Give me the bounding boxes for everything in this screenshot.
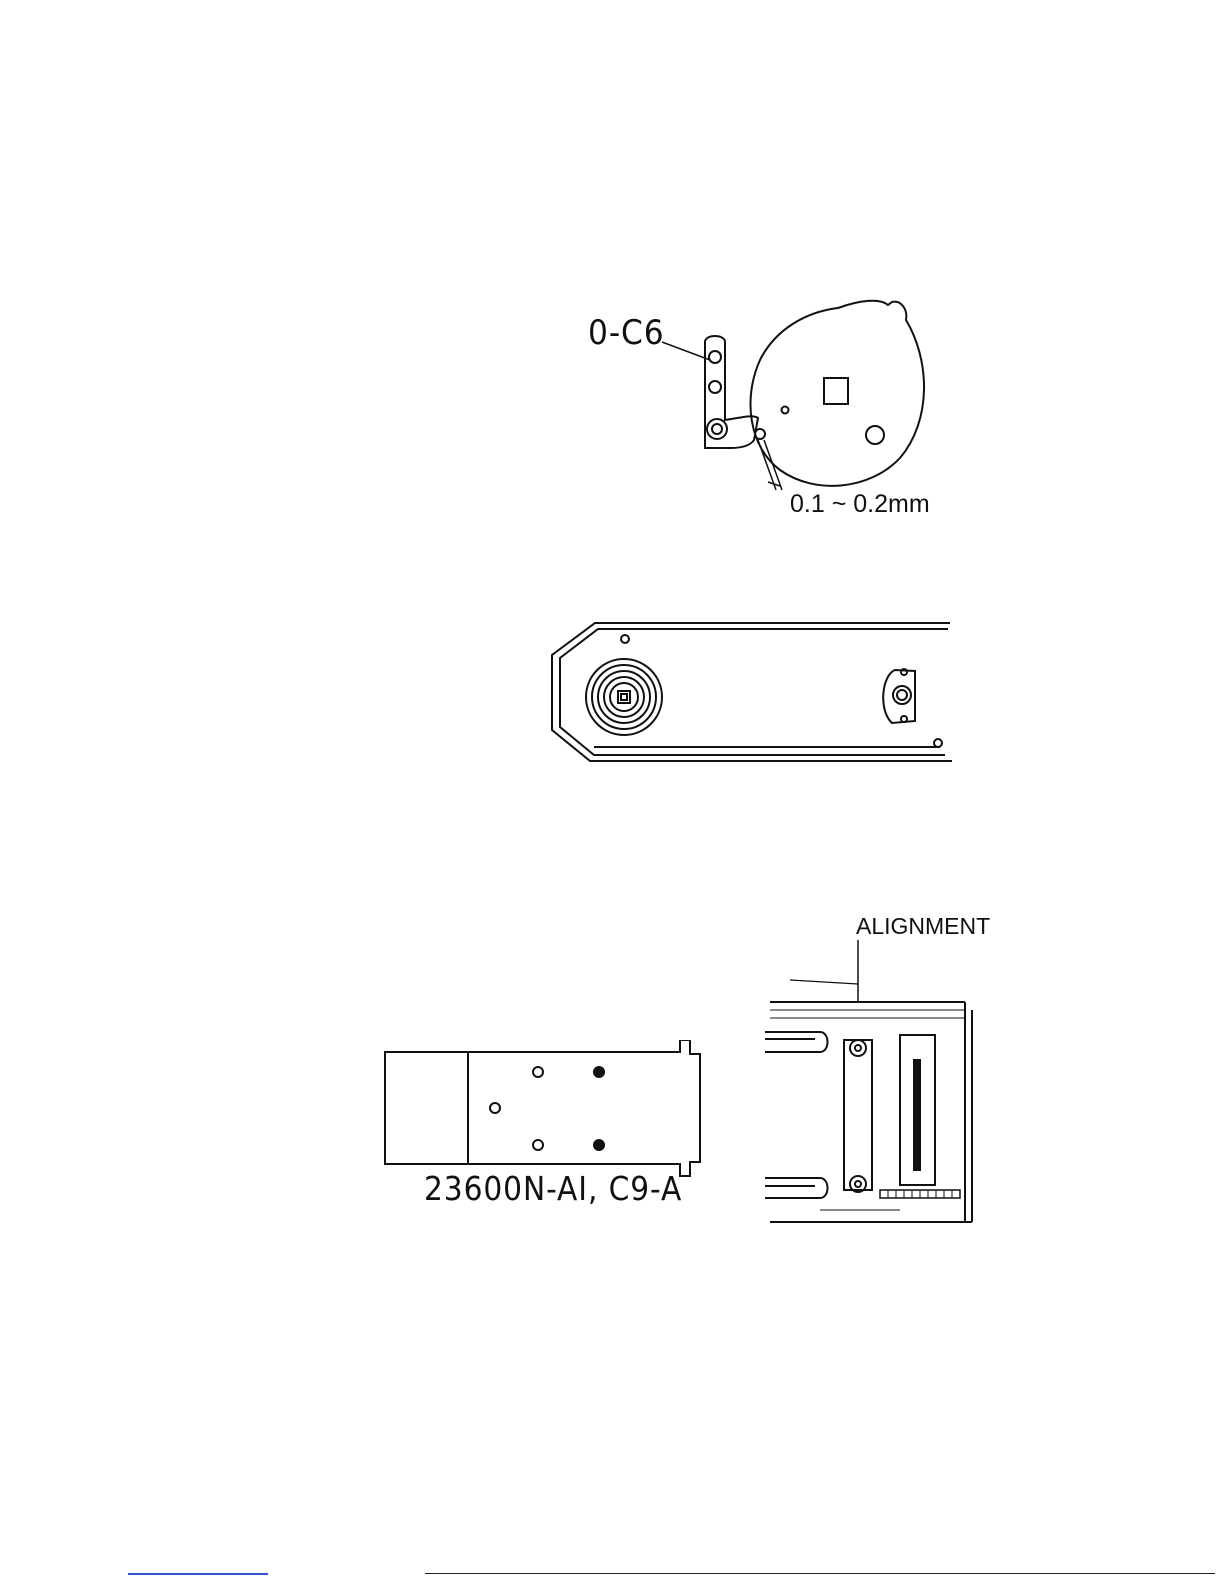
rect-plate-outline: [385, 1040, 700, 1176]
figure-alignment-mechanism: [760, 940, 1030, 1240]
pin-hole: [782, 407, 789, 414]
contact-roller: [755, 429, 765, 439]
bracket-hole-mid: [709, 381, 721, 393]
alignment-link: [844, 1040, 872, 1190]
sprocket-disc: [750, 301, 924, 486]
part-label-0-c6: 0-C6: [588, 316, 665, 350]
plate-hole-top: [621, 635, 629, 643]
footer-link-underline: [128, 1573, 268, 1575]
center-square-hole: [824, 378, 848, 404]
figure-long-plate: [540, 615, 960, 765]
alignment-label: ALIGNMENT: [856, 915, 990, 938]
part-label-23600n: 23600N-AI, C9-A: [424, 1172, 682, 1205]
clearance-label: 0.1 ~ 0.2mm: [790, 492, 930, 517]
boss-hole: [866, 426, 884, 444]
bracket-hole-top: [709, 351, 721, 363]
bracket-hole-bottom: [707, 419, 727, 439]
leader-part-label: [662, 342, 710, 360]
footer-rule: [425, 1573, 1215, 1574]
figure-rect-plate: [380, 1040, 710, 1180]
spring-reel: [586, 659, 662, 735]
plate-hole-bottom: [934, 739, 942, 747]
